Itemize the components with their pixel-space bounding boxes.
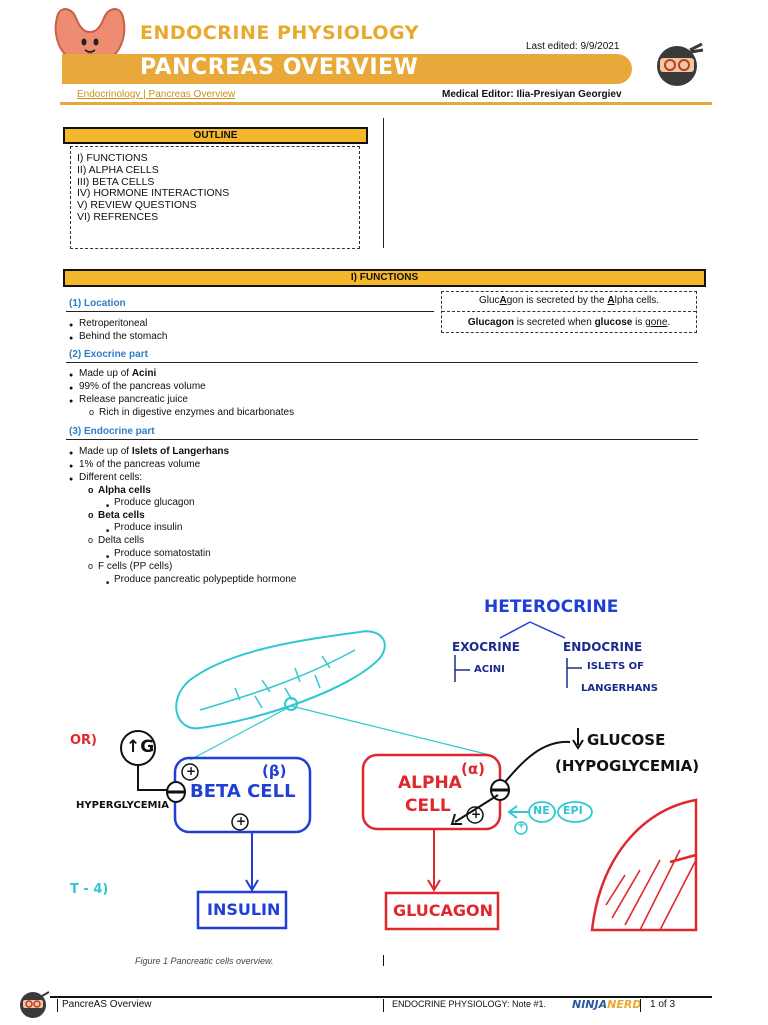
exocrine-heading: (2) Exocrine part <box>69 349 148 360</box>
outline-item: V) REVIEW QUESTIONS <box>77 199 197 212</box>
cell-function: Produce insulin <box>106 521 182 538</box>
endocrine-label: ENDOCRINE <box>563 640 643 654</box>
endocrine-rule <box>66 439 698 440</box>
endocrine-heading: (3) Endocrine part <box>69 426 155 437</box>
exocrine-bullet: Made up of Acini <box>69 367 156 382</box>
footer-tick <box>640 999 641 1012</box>
pancreas-outline <box>175 630 386 730</box>
epi-label: EPI <box>563 804 583 817</box>
outline-item: IV) HORMONE INTERACTIONS <box>77 187 230 200</box>
cut-label-2: T - 4) <box>70 882 109 897</box>
cell-type-beta: Beta cells <box>88 509 145 522</box>
cut-label-1: OR) <box>70 733 98 748</box>
heterocrine-label: HETEROCRINE <box>484 597 619 617</box>
exocrine-rule <box>66 362 698 363</box>
pancreas-figure <box>120 621 698 932</box>
location-heading: (1) Location <box>69 298 126 309</box>
cell-function: Produce glucagon <box>106 496 195 513</box>
endocrine-bullet: 1% of the pancreas volume <box>69 458 200 473</box>
glucose-up-label: ↑G <box>126 737 155 757</box>
cell-type-alpha: Alpha cells <box>88 484 151 497</box>
ninja-nerd-logo: NINJANERD <box>572 998 642 1011</box>
mnemonic-box: GlucAgon is secreted by the Alpha cells.… <box>441 291 697 333</box>
langerhans-label: LANGERHANS <box>581 683 658 694</box>
pancreatic-duct <box>199 649 356 711</box>
footer-doc-title: PancreAS Overview <box>62 999 152 1010</box>
cell-function: Produce pancreatic polypeptide hormone <box>106 573 296 590</box>
ne-label: NE <box>533 804 550 817</box>
plus-sign: + <box>236 814 247 828</box>
footer-note: ENDOCRINE PHYSIOLOGY: Note #1. <box>392 999 547 1009</box>
outline-list: I) FUNCTIONS II) ALPHA CELLS III) BETA C… <box>70 146 360 249</box>
islet-cluster-icon <box>284 697 298 711</box>
alpha-symbol: (α) <box>461 760 486 778</box>
islets-label: ISLETS OF <box>587 661 644 672</box>
page-number: 1 of 3 <box>650 999 676 1010</box>
hypoglycemia-label: (HYPOGLYCEMIA) <box>555 757 700 775</box>
mnemonic-line-1: GlucAgon is secreted by the Alpha cells. <box>478 295 660 306</box>
exocrine-bullet: 99% of the pancreas volume <box>69 380 206 395</box>
medical-editor: Medical Editor: Ilia-Presiyan Georgiev <box>442 89 622 100</box>
exocrine-label: EXOCRINE <box>452 640 520 654</box>
insulin-box <box>196 890 288 930</box>
cell-function: Produce somatostatin <box>106 547 211 564</box>
mnemonic-line-2: Glucagon is secreted when glucose is gon… <box>467 317 671 328</box>
outline-item: I) FUNCTIONS <box>77 152 148 164</box>
header-divider <box>60 102 712 105</box>
column-divider <box>383 118 384 248</box>
location-bullet: Behind the stomach <box>69 330 167 345</box>
exocrine-sub-bullet: Rich in digestive enzymes and bicarbonat… <box>89 406 294 419</box>
glucagon-box <box>384 891 500 931</box>
outline-item: VI) REFRENCES <box>77 210 159 223</box>
last-edited: Last edited: 9/9/2021 <box>526 41 620 52</box>
glucagon-label: GLUCAGON <box>393 901 493 920</box>
alpha-cell-label: ALPHA <box>398 773 462 793</box>
exocrine-bullet: Release pancreatic juice <box>69 393 188 408</box>
acini-label: ACINI <box>474 664 505 675</box>
outline-item: II) ALPHA CELLS <box>77 163 159 176</box>
title-banner <box>62 54 632 84</box>
ne-bubble <box>528 801 556 823</box>
location-bullet: Retroperitoneal <box>69 317 147 332</box>
ninja-footer-icon <box>16 988 50 1020</box>
epi-bubble <box>557 801 593 823</box>
endocrine-bullet: Different cells: <box>69 471 142 486</box>
cell-type-delta: Delta cells <box>88 534 144 547</box>
outline-heading: OUTLINE <box>63 127 368 144</box>
location-rule <box>66 311 434 312</box>
ninja-avatar-icon <box>650 40 704 88</box>
plus-sign: + <box>471 807 482 821</box>
footer-tick <box>57 999 58 1012</box>
endocrine-bullet: Made up of Islets of Langerhans <box>69 445 229 460</box>
functions-heading: I) FUNCTIONS <box>63 269 706 287</box>
breadcrumb-link[interactable]: Endocrinology | Pancreas Overview <box>77 89 236 100</box>
figure-caption: Figure 1 Pancreatic cells overview. <box>135 956 274 966</box>
page-title: PANCREAS OVERVIEW <box>140 55 419 80</box>
footer-tick <box>383 999 384 1012</box>
footer-divider <box>50 996 712 998</box>
insulin-label: INSULIN <box>207 900 281 919</box>
cell-type-f: F cells (PP cells) <box>88 560 172 573</box>
glucose-label: GLUCOSE <box>587 731 666 749</box>
beta-symbol: (β) <box>262 762 287 780</box>
alpha-cell-label-2: CELL <box>405 796 451 816</box>
hyperglycemia-label: HYPERGLYCEMIA <box>76 800 169 811</box>
plus-sign: + <box>517 820 526 831</box>
outline-item: III) BETA CELLS <box>77 175 155 188</box>
course-title: ENDOCRINE PHYSIOLOGY <box>140 22 419 44</box>
caption-divider <box>383 955 384 966</box>
beta-cell-label: BETA CELL <box>190 781 296 802</box>
plus-sign: + <box>186 764 197 778</box>
liver-sketch <box>590 798 698 932</box>
